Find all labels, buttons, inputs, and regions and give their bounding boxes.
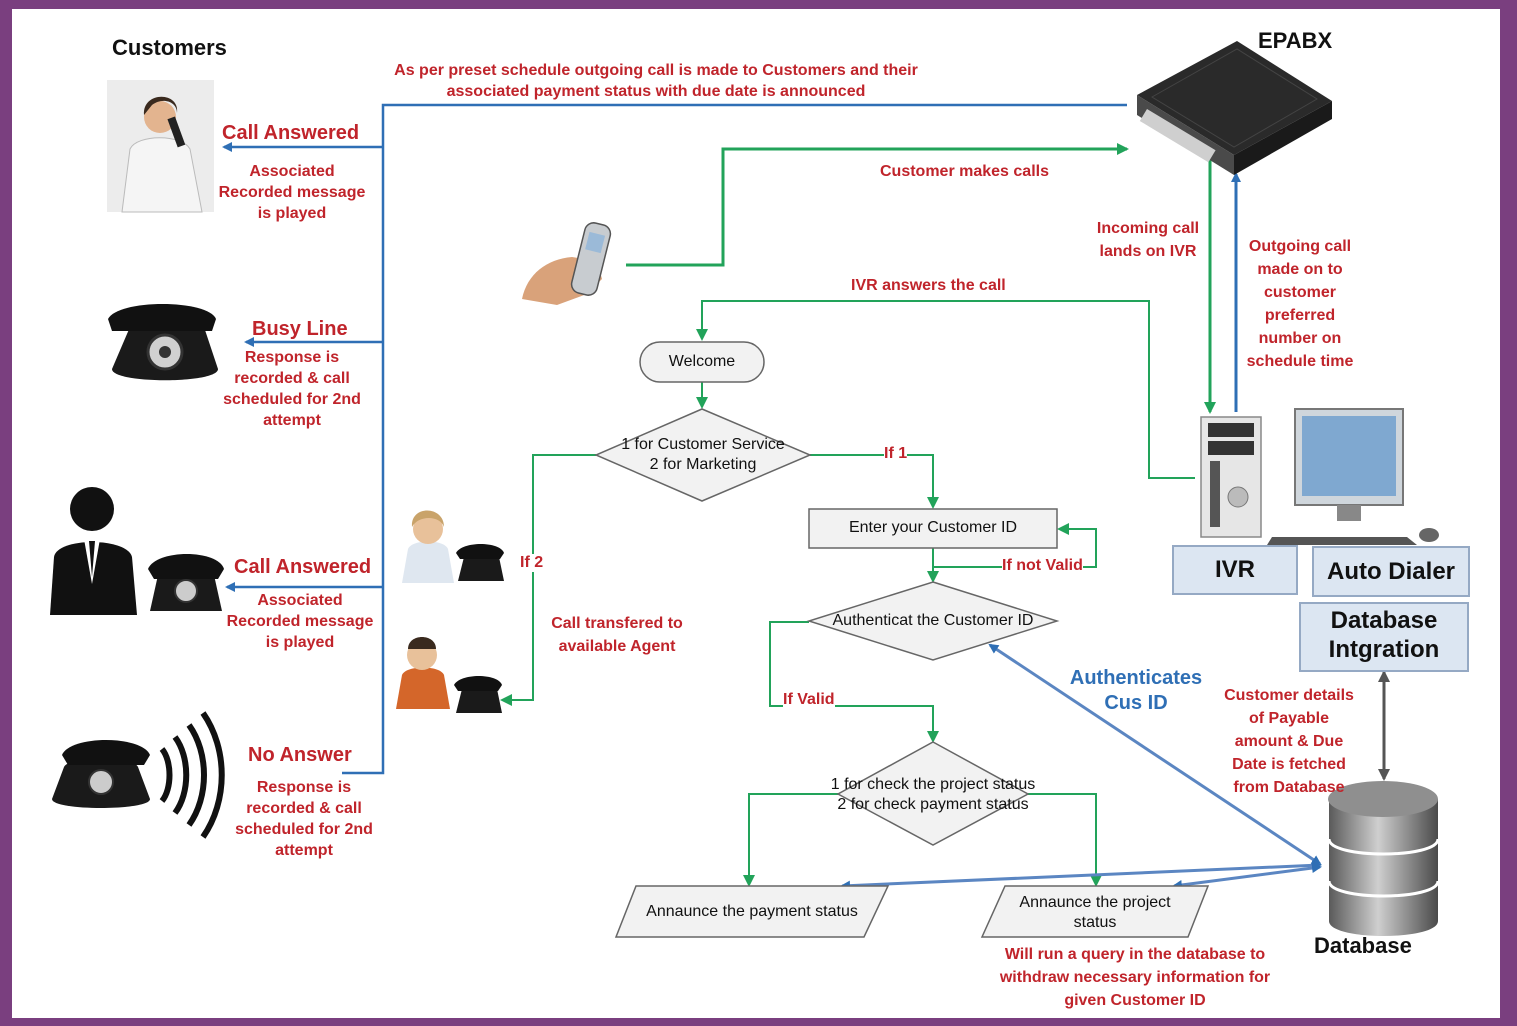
enter-id-text: Enter your Customer ID [848, 519, 1018, 536]
database-cylinder-icon [1327, 781, 1440, 936]
if-valid-label: If Valid [783, 691, 835, 709]
authenticates-label: Authenticates Cus ID [1069, 667, 1203, 714]
payment-status-node [614, 885, 890, 938]
outgoing-schedule-label: As per preset schedule outgoing call is … [394, 62, 918, 100]
outgoing-call-lines [222, 103, 1127, 775]
if-2-label: If 2 [520, 554, 544, 572]
ivr-server-icon [1200, 416, 1262, 538]
ringing-phone-icon [52, 711, 225, 839]
auto-dialer-box: Auto Dialer [1312, 546, 1470, 597]
if-not-valid-label: If not Valid [1002, 557, 1083, 575]
customers-title: Customers [112, 35, 227, 60]
outcome-note-2: Response is recorded & call scheduled fo… [223, 349, 361, 429]
welcome-node [639, 341, 765, 383]
outcome-status-call-answered-1: Call Answered [222, 122, 360, 144]
male-agent-icon [396, 637, 502, 713]
incoming-call-label: Incoming call lands on IVR [1096, 220, 1200, 260]
enter-id-node [808, 508, 1058, 549]
database-links [840, 643, 1322, 891]
diagram-canvas: Customers EPABX As per preset schedule o… [12, 9, 1500, 1018]
outcome-status-call-answered-2: Call Answered [234, 556, 372, 578]
call-transfered-label: Call transfered to available Agent [551, 615, 683, 655]
outcome-note-3: Associated Recorded message is played [226, 592, 374, 651]
menu-decision [594, 408, 812, 502]
customer-details-label: Customer details of Payable amount & Due… [1224, 687, 1354, 796]
project-status-text: Annaunce the project status [1019, 894, 1171, 931]
businessman-silhouette-icon [50, 487, 224, 615]
diagram-lines [50, 41, 1440, 938]
customer-makes-calls-label: Customer makes calls [880, 163, 1049, 180]
if-1-label: If 1 [884, 445, 908, 463]
ivr-box: IVR [1172, 545, 1298, 595]
auto-dialer-computer-icon [1267, 408, 1439, 545]
ivr-answers-label: IVR answers the call [851, 277, 1006, 294]
query-note-label: Will run a query in the database to with… [999, 946, 1271, 1009]
authenticate-text: Authenticat the Customer ID [832, 612, 1034, 629]
outcome-note-1: Associated Recorded message is played [218, 163, 366, 222]
ivr-answers-line [696, 300, 1195, 479]
epabx-switch-icon [1137, 41, 1332, 175]
status-decision [836, 741, 1030, 846]
office-woman-phone-icon [107, 80, 214, 213]
customer-call-line [626, 143, 1129, 267]
outgoing-call-label: Outgoing call made on to customer prefer… [1246, 238, 1354, 370]
rotary-phone-icon [108, 304, 218, 381]
mobile-phone-icon [522, 222, 612, 305]
outcome-note-4: Response is recorded & call scheduled fo… [235, 779, 373, 859]
db-integration-box: Database Intgration [1299, 602, 1469, 672]
status-menu-text: 1 for check the project status 2 for che… [830, 776, 1036, 813]
outcome-status-no-answer: No Answer [248, 744, 352, 766]
female-agent-icon [402, 510, 504, 583]
authenticate-decision [806, 581, 1060, 661]
outcome-status-busy-line: Busy Line [252, 318, 348, 340]
database-label: Database [1314, 933, 1412, 958]
epabx-title: EPABX [1258, 28, 1333, 53]
payment-status-text: Annaunce the payment status [646, 903, 858, 920]
project-status-node [980, 885, 1210, 938]
welcome-text: Welcome [668, 353, 736, 370]
flow-connectors [500, 382, 1102, 887]
menu-text: 1 for Customer Service 2 for Marketing [621, 436, 785, 473]
